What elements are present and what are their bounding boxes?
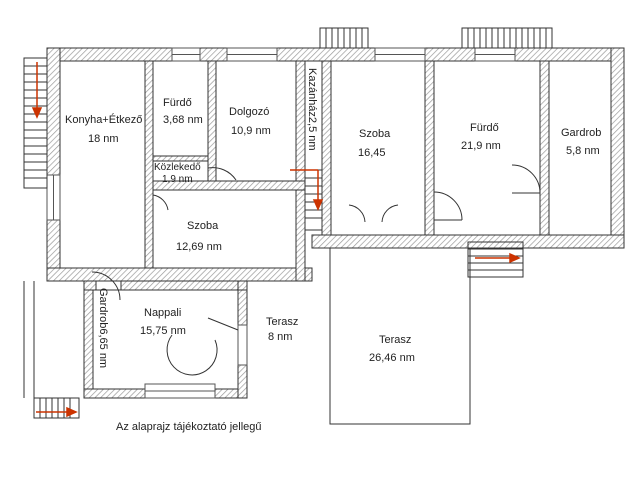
room-terasz1-area: 8 nm <box>268 331 292 343</box>
room-konyha-name: Konyha+Étkező <box>65 113 142 126</box>
room-szoba2-name: Szoba <box>187 220 219 232</box>
room-kozlekedo-name: Közlekedő <box>154 162 201 173</box>
room-terasz1-name: Terasz <box>266 316 298 328</box>
doors <box>91 164 541 376</box>
room-labels: Konyha+Étkező 18 nm Fürdő 3,68 nm Dolgoz… <box>65 68 601 368</box>
room-furdo1-name: Fürdő <box>163 97 192 109</box>
room-szoba2-area: 12,69 nm <box>176 241 222 253</box>
windows <box>46 47 516 399</box>
room-szoba1-area: 16,45 <box>358 147 386 159</box>
room-kazanhaz-label: Kazánház2,5 nm <box>306 68 318 151</box>
room-furdo2-name: Fürdő <box>470 122 499 134</box>
room-furdo1-area: 3,68 nm <box>163 114 203 126</box>
disclaimer-note: Az alaprajz tájékoztató jellegű <box>116 421 262 433</box>
room-gardrob1-name: Gardrob <box>561 127 601 139</box>
room-kozlekedo-area: 1,9 nm <box>162 174 193 185</box>
room-konyha-area: 18 nm <box>88 133 119 145</box>
room-dolgozo-area: 10,9 nm <box>231 125 271 137</box>
walls <box>46 47 625 399</box>
stairs <box>23 27 553 419</box>
entrance-arrows <box>31 62 521 418</box>
room-furdo2-area: 21,9 nm <box>461 140 501 152</box>
room-szoba1-name: Szoba <box>359 128 391 140</box>
room-terasz2-name: Terasz <box>379 334 411 346</box>
room-terasz2-area: 26,46 nm <box>369 352 415 364</box>
room-gardrob2-label: Gardrob6,65 nm <box>97 288 109 368</box>
room-dolgozo-name: Dolgozó <box>229 106 269 118</box>
room-gardrob1-area: 5,8 nm <box>566 145 600 157</box>
terrace-outline <box>23 247 471 425</box>
room-nappali-area: 15,75 nm <box>140 325 186 337</box>
room-nappali-name: Nappali <box>144 307 181 319</box>
